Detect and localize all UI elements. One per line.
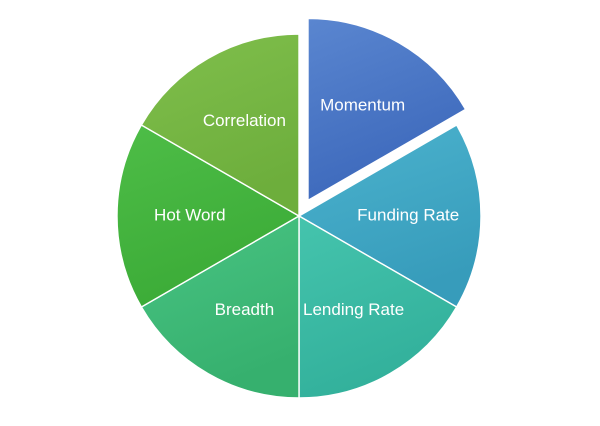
pie-slice-funding-rate[interactable] (298, 124, 482, 308)
pie-slice-label-hot-word: Hot Word (154, 205, 226, 224)
pie-slice-breadth[interactable] (140, 215, 300, 399)
pie-slices-group (116, 17, 482, 399)
pie-slice-momentum[interactable] (307, 17, 467, 202)
pie-slice-label-breadth: Breadth (215, 300, 275, 319)
pie-slice-label-lending-rate: Lending Rate (303, 300, 404, 319)
pie-slice-lending-rate[interactable] (298, 215, 458, 399)
pie-slice-label-funding-rate: Funding Rate (357, 205, 459, 224)
pie-slice-label-correlation: Correlation (203, 111, 286, 130)
pie-slice-label-momentum: Momentum (320, 95, 405, 114)
pie-slice-correlation[interactable] (140, 33, 300, 217)
pie-slice-hot-word[interactable] (116, 124, 300, 308)
